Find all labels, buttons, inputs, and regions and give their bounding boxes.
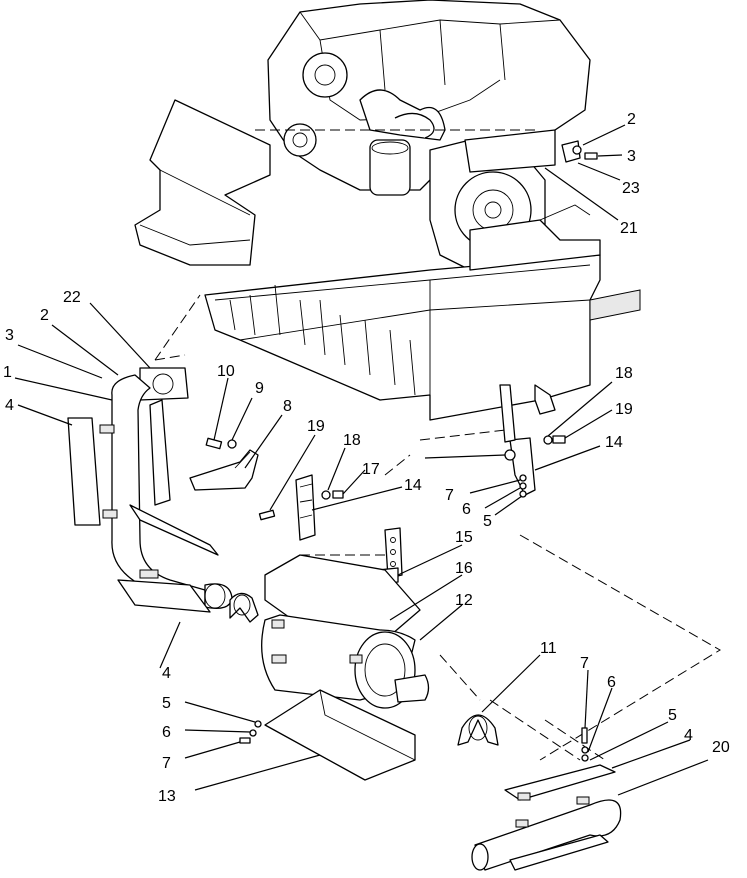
callout-18: 18 <box>343 432 361 449</box>
pipe-clamp-left <box>229 592 259 623</box>
callout-15: 15 <box>455 529 473 546</box>
callout-12: 12 <box>455 592 473 609</box>
callout-8: 8 <box>283 398 292 415</box>
callout-6: 6 <box>607 674 616 691</box>
callout-7: 7 <box>445 487 454 504</box>
callout-4: 4 <box>684 727 693 744</box>
callout-16: 16 <box>455 560 473 577</box>
callout-numbers: 2 3 23 21 22 2 3 1 4 10 9 8 19 18 17 14 … <box>3 111 730 805</box>
muffler-bracket-left <box>189 437 259 491</box>
callout-21: 21 <box>620 220 638 237</box>
callout-5: 5 <box>162 695 171 712</box>
callout-17: 17 <box>362 461 380 478</box>
left-mount-plate <box>134 99 271 266</box>
right-mount-bracket <box>499 384 566 498</box>
heat-shield <box>239 689 416 781</box>
assembly-guide-lines <box>154 129 721 761</box>
callout-11: 11 <box>540 640 557 657</box>
callout-5: 5 <box>668 707 677 724</box>
callout-9: 9 <box>255 380 264 397</box>
callout-6: 6 <box>462 501 471 518</box>
leader-lines <box>14 124 709 796</box>
left-bracket-straps <box>67 399 219 613</box>
engine-assembly <box>267 0 598 271</box>
callout-18: 18 <box>615 365 633 382</box>
callout-14: 14 <box>605 434 623 451</box>
exhaust-pipe <box>111 367 233 609</box>
callout-6: 6 <box>162 724 171 741</box>
callout-3: 3 <box>5 327 14 344</box>
callout-22: 22 <box>63 289 81 306</box>
callout-14: 14 <box>404 477 422 494</box>
callout-5: 5 <box>483 513 492 530</box>
center-mount-bracket <box>258 474 344 541</box>
callout-2: 2 <box>627 111 636 128</box>
pipe-clamp-right <box>457 714 499 746</box>
callout-13: 13 <box>158 788 176 805</box>
callout-19: 19 <box>615 401 633 418</box>
callout-10: 10 <box>217 363 235 380</box>
callout-19: 19 <box>307 418 325 435</box>
callout-23: 23 <box>622 180 640 197</box>
callout-2: 2 <box>40 307 49 324</box>
callout-4: 4 <box>162 665 171 682</box>
frame-chassis <box>204 204 641 421</box>
callout-20: 20 <box>712 739 730 756</box>
muffler <box>261 554 430 709</box>
callout-7: 7 <box>162 755 171 772</box>
callout-3: 3 <box>627 148 636 165</box>
tail-pipe <box>471 727 622 871</box>
callout-7: 7 <box>580 655 589 672</box>
callout-1: 1 <box>3 364 12 381</box>
callout-4: 4 <box>5 397 14 414</box>
